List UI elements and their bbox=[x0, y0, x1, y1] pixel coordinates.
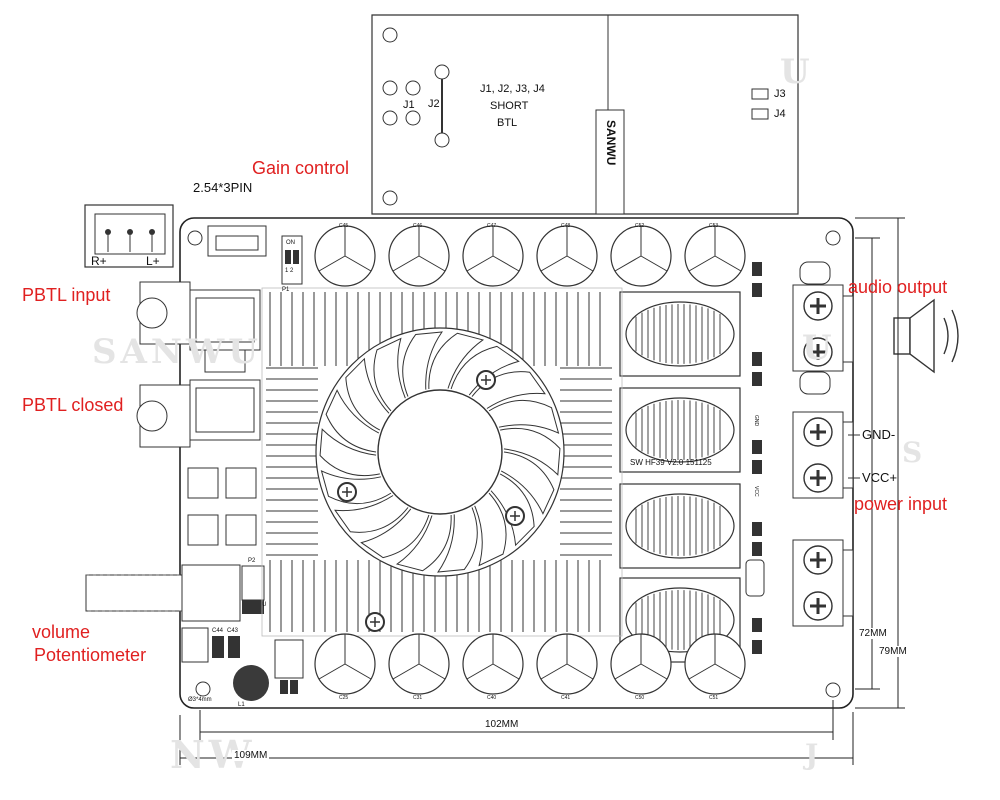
watermark: U bbox=[802, 328, 836, 368]
volume-label: volume bbox=[32, 622, 91, 642]
pbtl-closed-label: PBTL closed bbox=[22, 395, 124, 415]
audio-output-label: audio output bbox=[848, 277, 948, 297]
watermark: S bbox=[902, 436, 927, 469]
heatsink bbox=[261, 287, 623, 637]
inductors bbox=[619, 291, 741, 663]
p2-silk: P2 bbox=[248, 558, 256, 564]
cap-label-top: C53 bbox=[709, 223, 719, 229]
plug-label-r: R+ bbox=[91, 254, 107, 268]
dim-width-outer: 109MM bbox=[232, 750, 270, 761]
dim-height-outer: 79MM bbox=[877, 646, 909, 657]
cap-label-bottom: C40 bbox=[487, 695, 497, 701]
switch-num-silk: 1 2 bbox=[285, 268, 294, 274]
jumper-pads bbox=[745, 262, 765, 654]
vcc-silk: VCC bbox=[753, 486, 759, 497]
power-input-label: power input bbox=[854, 494, 948, 514]
u-silk: U bbox=[262, 602, 267, 608]
jumper-label-j4: J4 bbox=[774, 108, 786, 120]
cap-label-top: C45 bbox=[339, 223, 349, 229]
watermark: SANWU bbox=[92, 332, 262, 372]
p1-silk: P1 bbox=[282, 287, 290, 293]
version-silk: SW HF39 V2.0 151125 bbox=[630, 458, 712, 467]
dim-width-inner: 102MM bbox=[483, 719, 521, 730]
plug-label-l: L+ bbox=[146, 254, 160, 268]
hole-silk: Ø3*4mm bbox=[188, 697, 212, 703]
header-label: 2.54*3PIN bbox=[193, 180, 253, 195]
potentiometer-drawing bbox=[85, 564, 265, 622]
l1-silk: L1 bbox=[238, 702, 245, 708]
rca-jack-input bbox=[136, 281, 261, 351]
c43-silk: C43 bbox=[227, 628, 239, 634]
gnd-silk: GND bbox=[753, 415, 759, 427]
brand-logo: SANWU bbox=[604, 120, 618, 166]
cap-label-top: C52 bbox=[635, 223, 645, 229]
switch-on-silk: ON bbox=[286, 240, 295, 246]
jumper-label-j3: J3 bbox=[774, 88, 786, 100]
cap-label-bottom: C41 bbox=[561, 695, 571, 701]
speaker-icon bbox=[893, 298, 959, 374]
potentiometer-label: Potentiometer bbox=[34, 645, 147, 665]
rl-plug bbox=[84, 204, 174, 268]
cap-label-bottom: C31 bbox=[413, 695, 423, 701]
cap-label-bottom: C51 bbox=[709, 695, 719, 701]
watermark: U bbox=[780, 52, 814, 92]
leader-lines bbox=[848, 434, 860, 479]
dimension-lines bbox=[179, 217, 905, 765]
gain-control-label: Gain control bbox=[252, 158, 350, 178]
jumper-label-j2: J2 bbox=[428, 98, 440, 110]
cap-label-top: C47 bbox=[487, 223, 497, 229]
cap-label-bottom: C25 bbox=[339, 695, 349, 701]
cap-label-top: C46 bbox=[413, 223, 423, 229]
jumper-callout bbox=[371, 14, 799, 215]
watermark: J bbox=[805, 738, 823, 771]
rca-jack-closed bbox=[136, 379, 261, 448]
callout-line: SHORT bbox=[490, 100, 529, 112]
vcc-terminal-label: VCC+ bbox=[862, 470, 898, 485]
pbtl-input-label: PBTL input bbox=[22, 285, 111, 305]
callout-line: J1, J2, J3, J4 bbox=[480, 83, 545, 95]
capacitors bbox=[314, 225, 746, 695]
c44-silk: C44 bbox=[212, 628, 224, 634]
callout-line: BTL bbox=[497, 117, 518, 129]
jumper-label-j1: J1 bbox=[403, 99, 415, 111]
cap-label-bottom: C50 bbox=[635, 695, 645, 701]
cap-label-top: C48 bbox=[561, 223, 571, 229]
terminal-blocks bbox=[792, 284, 854, 627]
gnd-terminal-label: GND- bbox=[862, 427, 896, 442]
dim-height-inner: 72MM bbox=[857, 628, 889, 639]
